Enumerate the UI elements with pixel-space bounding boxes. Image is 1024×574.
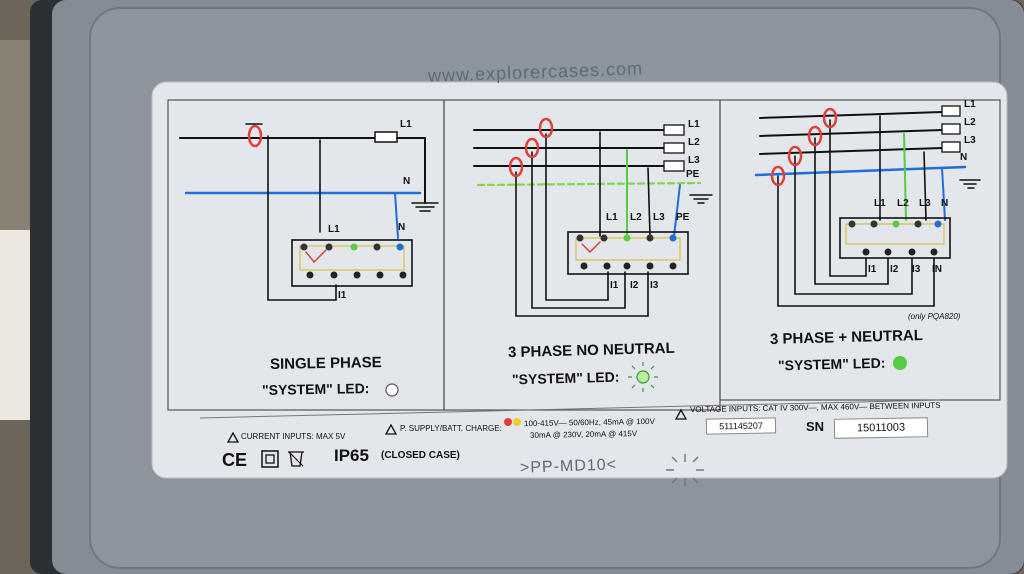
- p3-note: (only PQA820): [908, 312, 961, 321]
- p2-term-l1: L1: [606, 212, 618, 223]
- p1-current-i1: I1: [338, 290, 347, 301]
- p1-wire-l1: L1: [400, 119, 412, 130]
- p3-term-l2: L2: [897, 198, 909, 209]
- p3-term-l1: L1: [874, 198, 886, 209]
- p1-wire-n: N: [403, 176, 411, 187]
- p2-current-i3: I3: [650, 280, 659, 291]
- p2-wire-l3: L3: [688, 155, 700, 166]
- sn-label: SN: [806, 419, 825, 434]
- p2-current-i2: I2: [630, 280, 639, 291]
- spec-supply-label: P. SUPPLY/BATT. CHARGE:: [400, 424, 502, 433]
- p2-term-l2: L2: [630, 212, 642, 223]
- charge-led-red-icon: [504, 418, 512, 426]
- p2-wire-pe: PE: [686, 169, 700, 180]
- charge-led-yellow-icon: [513, 418, 521, 426]
- label-plate: [151, 81, 1008, 479]
- p3-wire-n: N: [960, 152, 968, 163]
- p2-term-pe: PE: [676, 212, 690, 223]
- double-insulation-icon: [261, 450, 279, 468]
- ip-rating: IP65: [334, 446, 369, 465]
- p3-wire-l1: L1: [964, 99, 976, 110]
- panel-frame-3phase-neutral: [719, 99, 1001, 401]
- panel-1-led-label: "SYSTEM" LED:: [261, 380, 370, 398]
- spec-divider: [199, 399, 941, 419]
- panel-1-title: SINGLE PHASE: [269, 354, 382, 373]
- serial-box: 511145207: [705, 417, 777, 435]
- panel-3-wiring: [754, 105, 981, 307]
- panel-3-led-label: "SYSTEM" LED:: [777, 354, 886, 374]
- p2-wire-l2: L2: [688, 137, 700, 148]
- p3-current-i2: I2: [890, 264, 899, 275]
- p3-wire-l2: L2: [964, 117, 976, 128]
- led-on-icon: [893, 356, 907, 370]
- ce-mark: CE: [222, 450, 248, 470]
- p3-wire-l3: L3: [964, 135, 976, 146]
- warning-icon: [226, 431, 240, 443]
- sn-value: 15011003: [833, 417, 929, 439]
- p3-current-in: IN: [932, 264, 942, 275]
- p3-term-n: N: [941, 198, 949, 209]
- closed-case-note: (CLOSED CASE): [381, 450, 460, 461]
- p2-current-i1: I1: [610, 280, 619, 291]
- panel-1-wiring: [179, 123, 439, 301]
- warning-icon: [384, 423, 398, 435]
- p2-wire-l1: L1: [688, 119, 700, 130]
- p3-term-l3: L3: [919, 198, 931, 209]
- led-off-icon: [385, 383, 399, 397]
- p3-current-i3: I3: [912, 264, 921, 275]
- p2-term-l3: L3: [653, 212, 665, 223]
- spec-current-inputs: CURRENT INPUTS: MAX 5V: [241, 432, 346, 441]
- p1-term-l1: L1: [328, 224, 340, 235]
- embossed-mark: >PP-MD10<: [519, 456, 618, 477]
- led-blinking-icon: [628, 362, 658, 392]
- p1-term-n: N: [398, 222, 406, 233]
- sun-emboss-icon: [666, 454, 704, 486]
- spec-supply-line2: 30mA @ 230V, 20mA @ 415V: [529, 429, 638, 440]
- weee-bin-icon: [288, 451, 304, 467]
- panel-2-led-label: "SYSTEM" LED:: [511, 368, 620, 388]
- warning-icon: [674, 408, 688, 420]
- p3-current-i1: I1: [868, 264, 877, 275]
- panel-2-wiring: [473, 117, 713, 317]
